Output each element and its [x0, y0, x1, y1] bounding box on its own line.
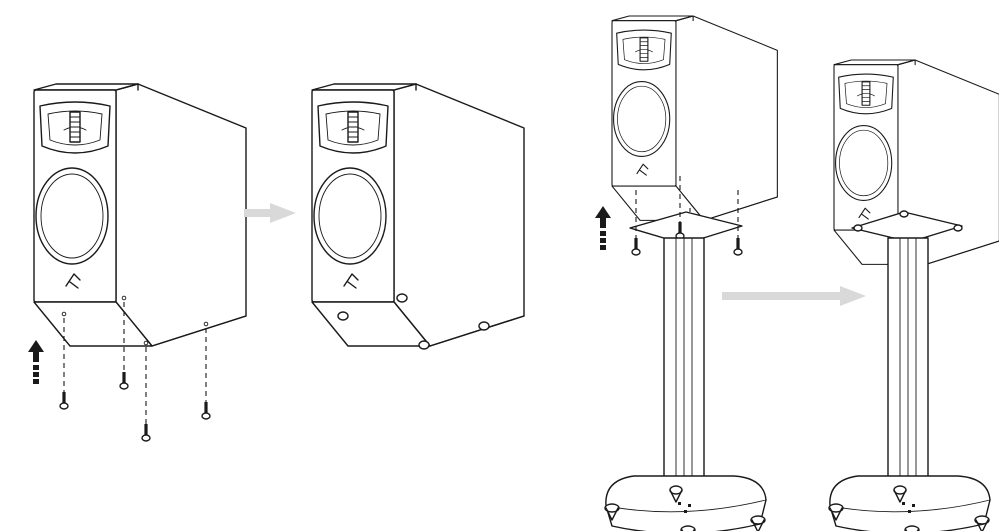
screw-icon [733, 237, 743, 256]
right-arrow-icon [244, 203, 296, 223]
up-arrow-icon [28, 340, 44, 384]
speaker-icon [33, 83, 247, 347]
screw-icon [201, 401, 211, 420]
up-arrow-icon [595, 206, 611, 250]
stand-icon [828, 237, 991, 531]
speaker-on-stand-result [828, 59, 999, 531]
screw-icon [631, 237, 641, 256]
stand-icon [604, 237, 767, 531]
speaker-icon [311, 83, 525, 347]
speaker-stand-mounting [595, 15, 778, 531]
speaker-icon [611, 15, 778, 221]
screw-icon [141, 423, 151, 442]
speaker-feet-mounted [311, 83, 525, 350]
right-arrow-icon [722, 286, 866, 306]
screw-icon [59, 391, 69, 410]
speaker-screw-removal [28, 83, 247, 442]
screw-icon [119, 371, 129, 390]
